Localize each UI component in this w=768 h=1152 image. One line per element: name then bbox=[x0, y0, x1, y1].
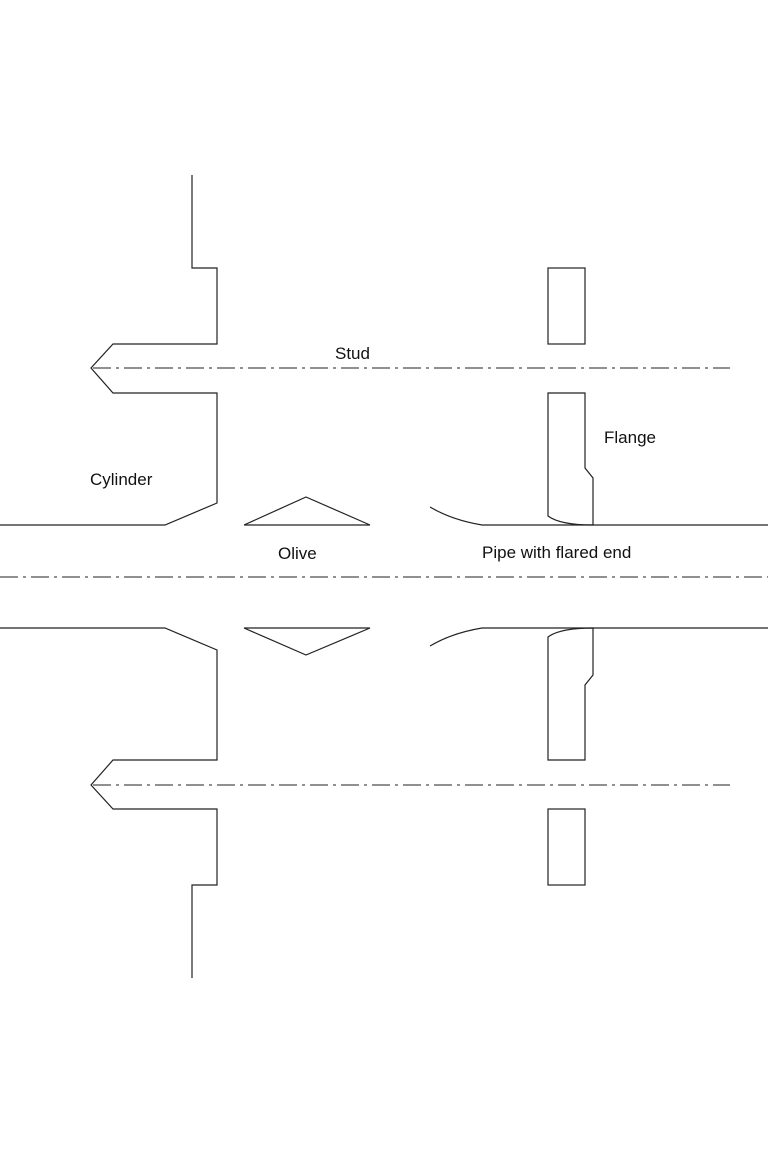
olive-upper-outline bbox=[243, 496, 371, 526]
pipe-lower-wall bbox=[429, 627, 768, 647]
label-flange: Flange bbox=[604, 428, 656, 447]
flange-lower-outer-block bbox=[547, 808, 586, 886]
pipe-upper-wall bbox=[429, 506, 768, 526]
label-cylinder: Cylinder bbox=[90, 470, 153, 489]
flange-upper-outer-block bbox=[547, 267, 586, 345]
label-olive: Olive bbox=[278, 544, 317, 563]
label-pipe: Pipe with flared end bbox=[482, 543, 631, 562]
cylinder-upper-outline bbox=[0, 175, 218, 526]
flange-upper-inner-block bbox=[547, 392, 594, 526]
cylinder-lower-outline bbox=[0, 627, 218, 978]
olive-lower-outline bbox=[243, 627, 371, 656]
label-stud: Stud bbox=[335, 344, 370, 363]
flange-lower-inner-block bbox=[547, 627, 594, 761]
